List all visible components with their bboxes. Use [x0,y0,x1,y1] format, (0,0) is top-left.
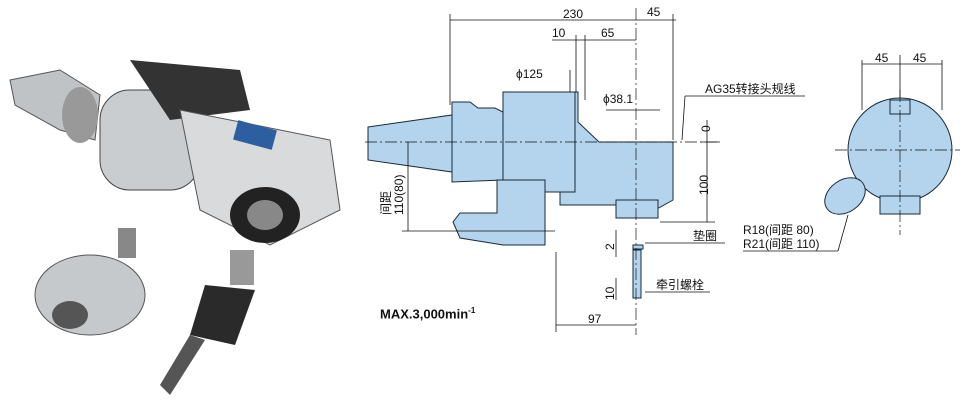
side-view-body [367,91,674,299]
end-view [824,55,960,235]
max-speed-exponent: -1 [468,306,476,315]
dim-10-bolt: 10 [603,286,617,300]
dim-230: 230 [563,7,583,21]
drill-photo [160,250,255,395]
dim-100: 100 [697,175,711,195]
washer-label: 垫圈 [693,228,717,243]
max-speed: MAX.3,000min-1 [380,306,475,321]
gauge-line-label: AG35转接头规线 [705,81,796,96]
dim-97: 97 [588,312,602,326]
end-dim-45a: 45 [875,51,889,65]
end-dim-45b: 45 [913,51,927,65]
dim-2: 2 [603,243,617,250]
r18-label: R18(间距 80) [743,223,814,237]
dim-0: 0 [699,125,713,132]
max-speed-text: MAX.3,000min [380,306,469,322]
pitch-label: 间距 [379,191,393,215]
pull-bolt-label: 牵引螺栓 [656,277,704,292]
dim-10: 10 [552,26,566,40]
r21-label: R21(间距 110) [743,237,819,251]
angle-head-photo [9,60,341,246]
face-mill-photo [34,228,146,336]
dimension-lines [365,8,805,335]
pitch-value: 110(80) [392,175,406,215]
dim-45: 45 [647,5,661,19]
dim-phi38: ϕ38.1 [603,92,633,106]
dim-65: 65 [601,26,615,40]
dim-phi125: ϕ125 [516,67,543,81]
